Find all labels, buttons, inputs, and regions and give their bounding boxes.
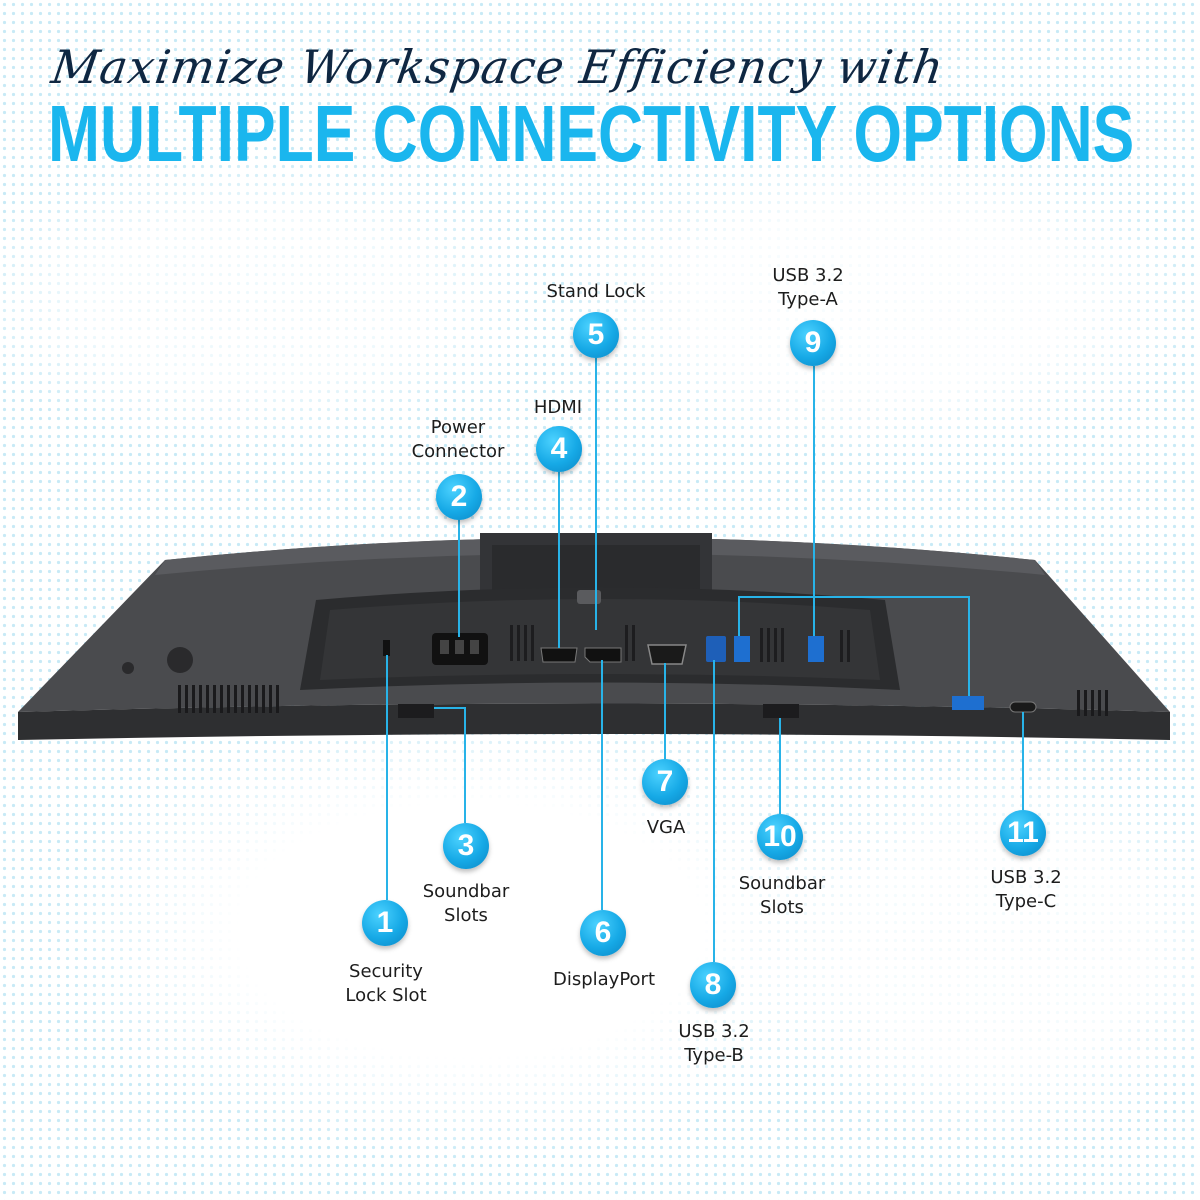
connector-line — [434, 707, 466, 709]
connector-line — [713, 660, 715, 962]
usb-b-port — [706, 636, 726, 662]
label-line: Soundbar — [738, 873, 826, 894]
joystick — [167, 647, 193, 673]
page-title: MULTIPLE CONNECTIVITY OPTIONS — [48, 89, 1135, 178]
usb-a-port-2 — [808, 636, 824, 662]
label-line: Security — [349, 961, 423, 982]
usb-a-port-1 — [734, 636, 750, 662]
label-hdmi: HDMI — [534, 396, 582, 420]
connector-line — [458, 520, 460, 637]
connector-line — [595, 358, 597, 630]
side-usb-a-port — [952, 696, 984, 710]
callout-badge-9: 9 — [790, 320, 836, 366]
label-soundbar-slots-left: Soundbar Slots — [423, 880, 510, 928]
label-power-connector: Power Connector — [412, 416, 505, 464]
connector-line — [1022, 712, 1024, 810]
label-line: DisplayPort — [552, 969, 656, 990]
label-line: Type-B — [684, 1045, 744, 1066]
label-line: Connector — [411, 441, 505, 462]
label-line: Slots — [760, 897, 804, 918]
connector-line — [968, 596, 970, 696]
soundbar-slot-left — [398, 704, 434, 718]
displayport-port — [584, 647, 622, 663]
label-line: Lock Slot — [345, 985, 427, 1006]
connector-line — [601, 660, 603, 910]
label-line: Soundbar — [422, 881, 510, 902]
connector-line — [386, 655, 388, 900]
label-line: USB 3.2 — [678, 1021, 750, 1042]
connector-line — [664, 663, 666, 759]
connector-line — [464, 707, 466, 823]
connector-line — [779, 718, 781, 814]
label-line: Power — [430, 417, 486, 438]
label-usb-type-a: USB 3.2 Type-A — [772, 264, 843, 312]
label-usb-type-b: USB 3.2 Type-B — [678, 1020, 749, 1068]
callout-badge-5: 5 — [573, 312, 619, 358]
connector-line — [813, 366, 815, 636]
label-line: VGA — [646, 817, 686, 838]
callout-badge-4: 4 — [536, 426, 582, 472]
callout-badge-7: 7 — [642, 759, 688, 805]
label-vga: VGA — [647, 816, 686, 840]
label-usb-type-c: USB 3.2 Type-C — [990, 866, 1061, 914]
label-line: HDMI — [533, 397, 583, 418]
label-line: Stand Lock — [546, 281, 646, 302]
callout-badge-6: 6 — [580, 910, 626, 956]
label-line: Type-A — [778, 289, 838, 310]
label-security-lock-slot: Security Lock Slot — [345, 960, 426, 1008]
vga-port — [647, 644, 687, 665]
soundbar-slot-right — [763, 704, 799, 718]
label-line: Slots — [444, 905, 488, 926]
callout-badge-1: 1 — [362, 900, 408, 946]
side-usb-c-port — [1009, 701, 1037, 713]
label-soundbar-slots-right: Soundbar Slots — [739, 872, 826, 920]
callout-badge-8: 8 — [690, 962, 736, 1008]
stand-lock-button — [577, 590, 601, 604]
callout-badge-11: 11 — [1000, 810, 1046, 856]
label-line: USB 3.2 — [990, 867, 1062, 888]
label-line: USB 3.2 — [772, 265, 844, 286]
connector-line — [738, 596, 970, 598]
connector-line — [558, 472, 560, 648]
callout-badge-10: 10 — [757, 814, 803, 860]
label-stand-lock: Stand Lock — [546, 280, 645, 304]
connector-line — [738, 596, 740, 636]
hdmi-port — [540, 647, 578, 663]
callout-badge-3: 3 — [443, 823, 489, 869]
label-line: Type-C — [995, 891, 1057, 912]
security-slot — [383, 640, 390, 656]
callout-badge-2: 2 — [436, 474, 482, 520]
label-displayport: DisplayPort — [553, 968, 655, 992]
